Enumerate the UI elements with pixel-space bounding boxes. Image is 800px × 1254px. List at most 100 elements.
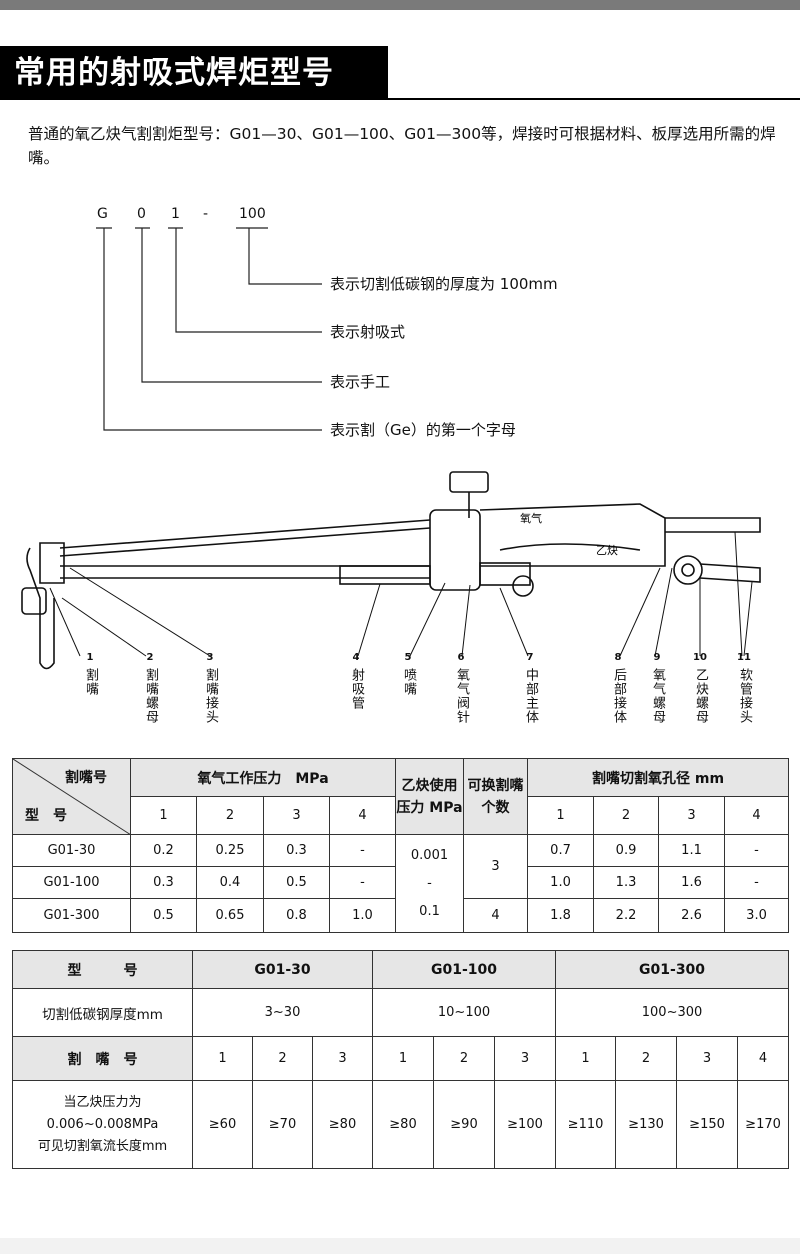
- length-cell: ≥100: [493, 1080, 557, 1169]
- bore-cell: 1.6: [658, 866, 726, 899]
- part-number: 7: [526, 652, 534, 663]
- title-banner: [0, 46, 388, 100]
- bore-sub-2: 2: [593, 796, 660, 835]
- part-name: 软管接头: [737, 668, 752, 724]
- code-letter-g: G: [97, 206, 108, 222]
- oxygen-cell: 0.2: [130, 834, 197, 867]
- nozzle-number-cell: 3: [312, 1036, 373, 1081]
- bore-sub-4: 4: [724, 796, 790, 835]
- length-cell: ≥110: [555, 1080, 617, 1169]
- length-label-line: 当乙炔压力为: [63, 1094, 142, 1110]
- code-letter-1: 1: [171, 206, 180, 222]
- code-letter-dash: -: [203, 206, 209, 222]
- part-number: 1: [86, 652, 94, 663]
- oxygen-header: 氧气工作压力 MPa: [129, 758, 397, 797]
- bore-cell: 2.2: [593, 898, 660, 933]
- bore-cell: 1.8: [527, 898, 595, 933]
- length-label: 当乙炔压力为 0.006~0.008MPa 可见切割氧流长度mm: [12, 1080, 193, 1169]
- length-cell: ≥80: [372, 1080, 434, 1169]
- nozzle-number-cell: 1: [192, 1036, 253, 1081]
- bore-header: 割嘴切割氧孔径 mm: [527, 758, 790, 797]
- bore-cell: 1.3: [593, 866, 660, 899]
- nozzle-number-cell: 2: [252, 1036, 313, 1081]
- thickness-cell: 3~30: [192, 988, 373, 1037]
- bore-cell: 1.0: [527, 866, 595, 899]
- part-number: 6: [457, 652, 465, 663]
- part-name: 氧气螺母: [650, 668, 665, 724]
- table-row: G01-100 0.3 0.4 0.5 - 1.0 1.3 1.6 -: [12, 866, 790, 899]
- nozzle-number-cell: 3: [493, 1036, 557, 1081]
- oxygen-cell: 0.5: [263, 866, 330, 899]
- callout-thickness: 表示切割低碳钢的厚度为 100mm: [330, 275, 558, 293]
- acetylene-max: 0.1: [419, 903, 440, 919]
- table1-corner-header: 割嘴号 型 号: [12, 758, 131, 835]
- bore-sub-3: 3: [658, 796, 726, 835]
- corner-top-label: 割嘴号: [65, 770, 107, 786]
- callout-injector: 表示射吸式: [330, 323, 406, 341]
- oxygen-cell: 0.3: [263, 834, 330, 867]
- oxygen-sub-3: 3: [263, 796, 330, 835]
- bore-cell: 0.7: [527, 834, 595, 867]
- bore-cell: -: [724, 834, 790, 867]
- pressure-table: 割嘴号 型 号 氧气工作压力 MPa 乙炔使用压力 MPa 可换割嘴个数 割嘴切…: [12, 758, 790, 933]
- oxygen-cell: 0.65: [196, 898, 264, 933]
- oxygen-sub-2: 2: [196, 796, 264, 835]
- bore-sub-1: 1: [527, 796, 595, 835]
- oxygen-cell: 0.8: [263, 898, 330, 933]
- code-leader-lines: [96, 227, 322, 431]
- changeable-count-cell: 4: [463, 898, 529, 933]
- acetylene-sep: -: [427, 875, 432, 891]
- bore-cell: 2.6: [658, 898, 726, 933]
- diagram-label-oxygen: 氧气: [520, 511, 542, 525]
- nozzle-number-cell: 1: [555, 1036, 617, 1081]
- part-name: 后部接体: [611, 668, 626, 724]
- length-label-line: 可见切割氧流长度mm: [37, 1138, 168, 1154]
- oxygen-cell: 0.5: [130, 898, 197, 933]
- nozzle-number-cell: 2: [615, 1036, 678, 1081]
- part-name: 乙炔螺母: [693, 668, 708, 724]
- code-letter-100: 100: [239, 206, 266, 222]
- part-number: 4: [352, 652, 360, 663]
- model-cell: G01-30: [12, 834, 131, 867]
- part-number: 2: [146, 652, 154, 663]
- model-cell: G01-100: [12, 866, 131, 899]
- part-name: 割嘴螺母: [143, 668, 158, 724]
- part-name: 射吸管: [349, 668, 364, 710]
- nozzle-number-cell: 1: [372, 1036, 434, 1081]
- part-number: 5: [404, 652, 412, 663]
- part-4: 4 射吸管: [346, 652, 366, 710]
- part-name: 氧气阀针: [454, 668, 469, 724]
- oxygen-cell: -: [328, 834, 397, 867]
- length-cell: ≥150: [676, 1080, 739, 1169]
- part-2: 2 割嘴螺母: [140, 652, 160, 724]
- nozzle-number-cell: 2: [433, 1036, 495, 1081]
- length-cell: ≥90: [433, 1080, 495, 1169]
- intro-text: 普通的氧乙炔气割割炬型号：G01—30、G01—100、G01—300等，焊接时…: [28, 125, 776, 167]
- length-cell: ≥80: [312, 1080, 373, 1169]
- thickness-label: 切割低碳钢厚度mm: [12, 988, 193, 1037]
- code-letter-0: 0: [137, 206, 146, 222]
- torch-diagram: 氧气 乙炔: [21, 471, 761, 670]
- bore-cell: 0.9: [593, 834, 660, 867]
- part-number: 9: [653, 652, 661, 663]
- corner-bottom-label: 型 号: [25, 808, 67, 824]
- changeable-count-cell: 3: [463, 834, 529, 899]
- acetylene-header: 乙炔使用压力 MPa: [395, 758, 465, 835]
- corner-diagonal: [13, 759, 131, 835]
- model-g01-300: G01-300: [555, 950, 790, 989]
- thickness-cell: 10~100: [371, 988, 557, 1037]
- bottom-strip: [0, 1238, 800, 1254]
- diagram-label-acetylene: 乙炔: [596, 544, 618, 557]
- length-label-line: 0.006~0.008MPa: [46, 1116, 159, 1132]
- part-7: 7 中部主体: [520, 652, 540, 724]
- part-name: 中部主体: [523, 668, 538, 724]
- bore-cell: -: [724, 866, 790, 899]
- acetylene-min: 0.001: [410, 847, 449, 863]
- model-label: 型 号: [12, 950, 193, 989]
- oxygen-cell: 1.0: [328, 898, 397, 933]
